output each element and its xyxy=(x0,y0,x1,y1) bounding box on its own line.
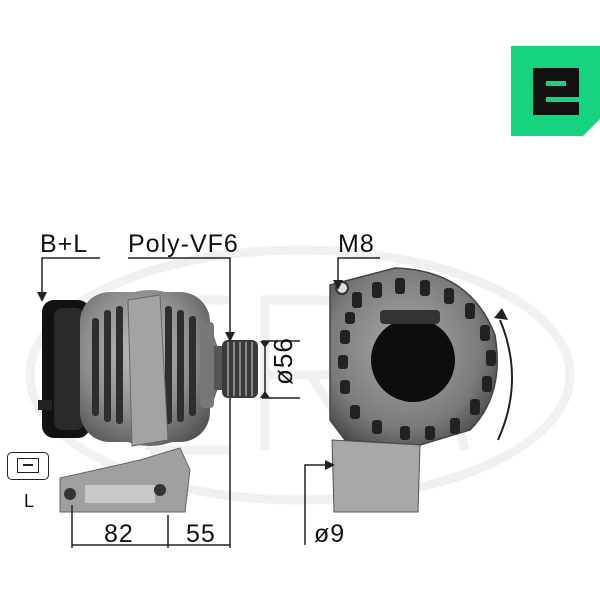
pulley xyxy=(214,340,258,398)
connector-plug-icon xyxy=(7,452,49,480)
hole-diameter-label: ø9 xyxy=(314,520,346,548)
plug-terminal-label: L xyxy=(24,491,36,511)
dimension-lines xyxy=(41,257,380,548)
alternator-side-view xyxy=(38,290,258,513)
dimension-arrows xyxy=(37,280,343,470)
thread-size-label: M8 xyxy=(338,230,375,258)
alternator-rear-view xyxy=(329,267,513,513)
width-b-label: 55 xyxy=(186,520,216,548)
terminal-label: B+L xyxy=(40,230,89,258)
pulley-diameter-label: ø56 xyxy=(268,337,298,385)
pulley-type-label: Poly-VF6 xyxy=(128,230,239,258)
width-a-label: 82 xyxy=(104,520,134,548)
brand-logo-icon xyxy=(511,46,600,136)
